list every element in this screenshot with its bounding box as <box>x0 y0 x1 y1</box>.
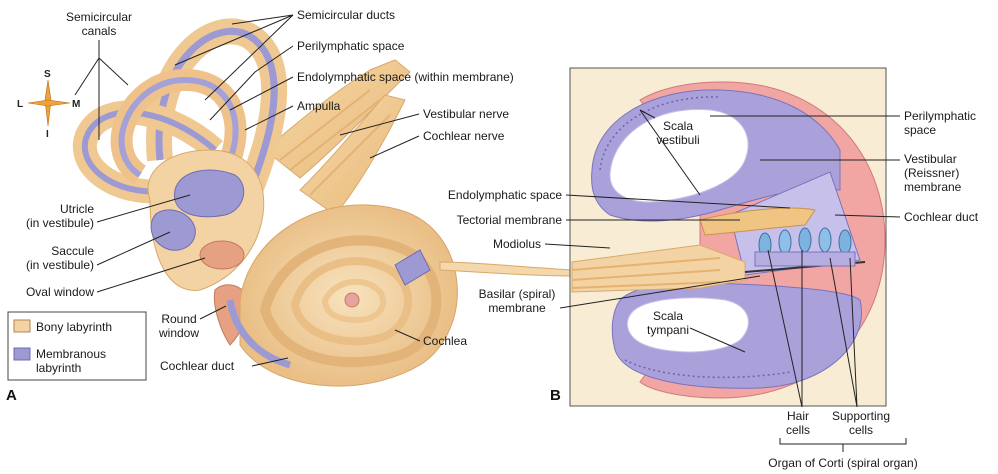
label-cochlear-duct-b: Cochlear duct <box>904 210 979 224</box>
oval-window-shape <box>200 241 244 269</box>
legend-swatch-bony <box>14 320 30 332</box>
cochlea-shape <box>230 205 457 386</box>
orientation-compass: S L M I <box>17 69 80 140</box>
label-basilar-membrane-1: Basilar (spiral) <box>479 287 556 301</box>
label-perilymphatic-space: Perilymphatic space <box>297 39 405 53</box>
compass-inferior: I <box>46 129 49 140</box>
legend-membranous-label-1: Membranous <box>36 347 106 361</box>
label-cochlear-nerve: Cochlear nerve <box>423 129 505 143</box>
label-round-window-2: window <box>158 326 199 340</box>
magnify-arrow <box>440 262 590 282</box>
label-round-window-1: Round <box>161 312 196 326</box>
organ-of-corti-bracket <box>780 438 906 452</box>
label-basilar-membrane-2: membrane <box>488 301 546 315</box>
label-endolymphatic-space: Endolymphatic space (within membrane) <box>297 70 514 84</box>
label-utricle-2: (in vestibule) <box>26 216 94 230</box>
label-ampulla: Ampulla <box>297 99 341 113</box>
label-vestibular-membrane-1: Vestibular <box>904 152 957 166</box>
label-tectorial-membrane: Tectorial membrane <box>457 213 563 227</box>
label-organ-of-corti: Organ of Corti (spiral organ) <box>768 456 917 470</box>
label-semicircular-canals-1: Semicircular <box>66 10 132 24</box>
label-saccule-1: Saccule <box>51 244 94 258</box>
label-perilymphatic-space-b-1: Perilymphatic <box>904 109 976 123</box>
label-supporting-cells-1: Supporting <box>832 409 890 423</box>
legend-bony-label: Bony labyrinth <box>36 320 112 334</box>
label-oval-window: Oval window <box>26 285 94 299</box>
label-hair-cells-2: cells <box>786 423 810 437</box>
compass-lateral: L <box>17 99 23 110</box>
compass-medial: M <box>72 99 80 110</box>
label-cochlea: Cochlea <box>423 334 467 348</box>
panel-a-letter: A <box>6 387 17 404</box>
label-semicircular-canals-2: canals <box>82 24 117 38</box>
label-hair-cells-1: Hair <box>787 409 809 423</box>
compass-superior: S <box>44 69 51 80</box>
label-endolymphatic-space-b: Endolymphatic space <box>448 188 562 202</box>
label-vestibular-membrane-2: (Reissner) <box>904 166 959 180</box>
cochlear-cross-section <box>570 68 886 406</box>
label-modiolus: Modiolus <box>493 237 541 251</box>
legend-swatch-membranous <box>14 348 30 360</box>
legend: Bony labyrinth Membranous labyrinth <box>8 312 146 380</box>
label-utricle-1: Utricle <box>60 202 94 216</box>
label-scala-vestibuli-1: Scala <box>663 119 693 133</box>
utricle-shape <box>174 170 243 217</box>
label-semicircular-ducts: Semicircular ducts <box>297 8 395 22</box>
label-cochlear-duct: Cochlear duct <box>160 359 235 373</box>
label-scala-tympani-2: tympani <box>647 323 689 337</box>
label-vestibular-membrane-3: membrane <box>904 180 962 194</box>
label-scala-tympani-1: Scala <box>653 309 683 323</box>
legend-membranous-label-2: labyrinth <box>36 361 81 375</box>
label-vestibular-nerve: Vestibular nerve <box>423 107 509 121</box>
label-supporting-cells-2: cells <box>849 423 873 437</box>
label-saccule-2: (in vestibule) <box>26 258 94 272</box>
panel-b-letter: B <box>550 387 561 404</box>
label-scala-vestibuli-2: vestibuli <box>656 133 699 147</box>
label-perilymphatic-space-b-2: space <box>904 123 936 137</box>
